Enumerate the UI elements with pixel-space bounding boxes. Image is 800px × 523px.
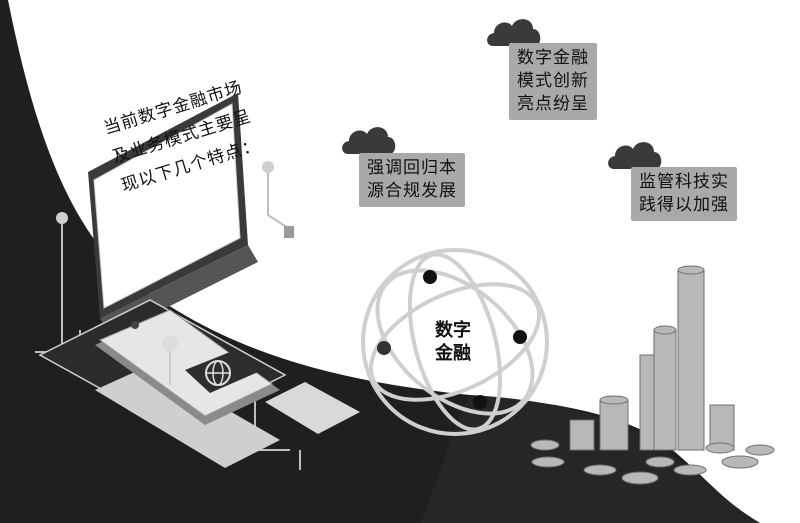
card-plate-2 [265, 382, 360, 434]
callout-compliance: 强调回归本 源合规发展 [359, 153, 465, 207]
center-label: 数字 金融 [435, 320, 471, 364]
peg-icon [262, 161, 274, 173]
cloud-icon [342, 127, 396, 154]
coin-stack-icon [530, 265, 775, 485]
orbit-node [473, 395, 487, 409]
orbit-globe [361, 248, 549, 436]
cloud-icon [487, 19, 541, 46]
callout-regtech: 监管科技实 践得以加强 [631, 167, 737, 221]
orbit-node [513, 330, 527, 344]
dark-wave-lower [420, 395, 760, 523]
peg-icon [284, 226, 294, 238]
phone-icon [95, 309, 280, 425]
callout-innovation: 数字金融 模式创新 亮点纷呈 [509, 43, 597, 120]
card-plate-1 [95, 365, 280, 468]
orbit-node [423, 270, 437, 284]
peg-icon [56, 212, 68, 224]
orbit-node [377, 341, 391, 355]
cloud-icon [608, 142, 662, 169]
